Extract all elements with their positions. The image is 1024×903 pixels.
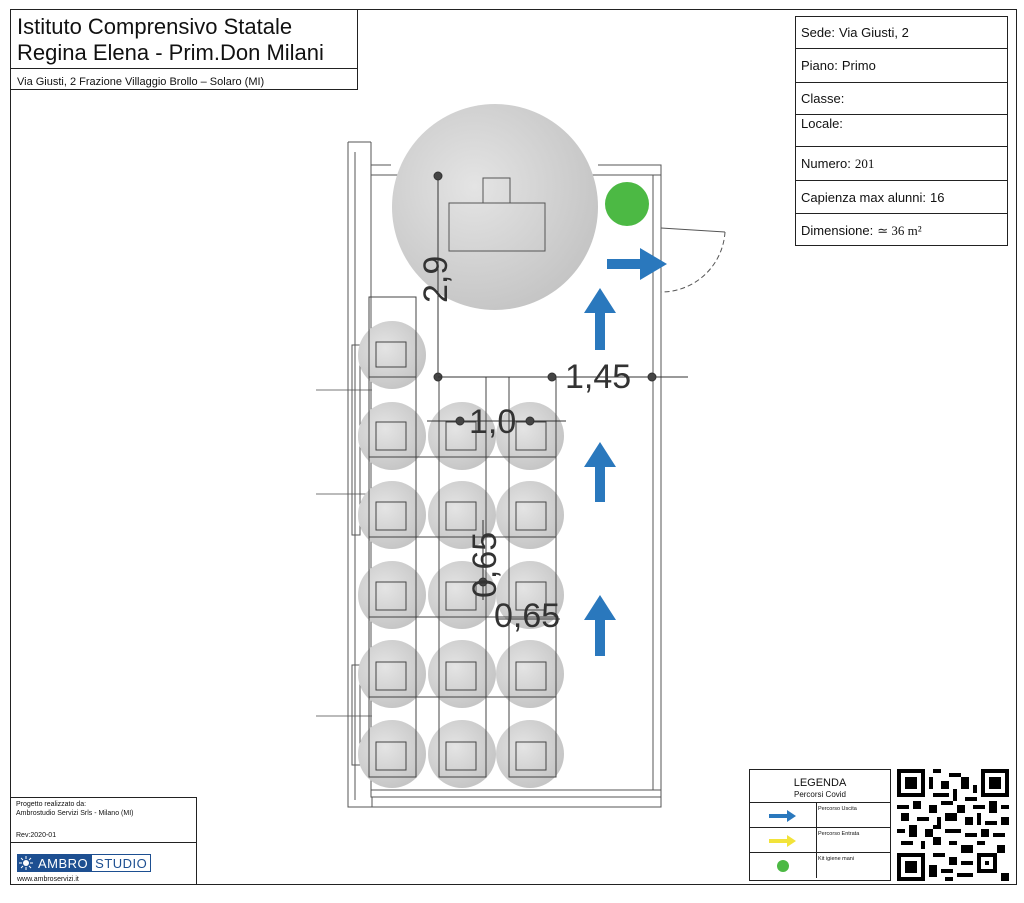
credits-block: Progetto realizzato da: Ambrostudio Serv… — [10, 797, 197, 885]
school-branch: Regina Elena - Prim.Don Milani — [17, 40, 324, 65]
room-info-table: Sede: Via Giusti, 2 Piano: Primo Classe:… — [795, 16, 1008, 246]
info-value: Primo — [841, 58, 876, 73]
door — [660, 227, 726, 293]
yellow-arrow-icon — [750, 828, 817, 853]
legend-row-exit: Percorso Uscita — [750, 802, 890, 828]
school-address: Via Giusti, 2 Frazione Villaggio Brollo … — [17, 76, 265, 88]
info-value: 16 — [930, 189, 945, 205]
logo-text-b: STUDIO — [91, 854, 152, 872]
info-label: Capienza max alunni: — [801, 189, 927, 205]
divider — [11, 842, 196, 843]
title-block: Istituto Comprensivo Statale Regina Elen… — [10, 9, 358, 90]
info-label: Sede: — [801, 25, 835, 40]
hygiene-kit-marker — [605, 182, 649, 226]
legend-label: Kit igiene mani — [818, 856, 855, 862]
divider — [11, 68, 357, 69]
revision: Rev:2020-01 — [16, 832, 57, 839]
website-link[interactable]: www.ambroservizi.it — [17, 876, 79, 883]
info-row-dimensione: Dimensione: ≃ 36 m² — [796, 214, 1007, 247]
dim-label-teacher: 2,9 — [417, 256, 455, 303]
info-label: Locale: — [801, 116, 843, 131]
info-row-piano: Piano: Primo — [796, 49, 1007, 83]
green-dot-icon — [750, 853, 817, 878]
student-distance-circles — [358, 321, 564, 788]
legend-title: LEGENDA — [793, 777, 847, 789]
company-logo: AMBRO STUDIO — [17, 854, 152, 872]
blue-arrow-icon — [750, 803, 817, 828]
dim-label-depth: 0,65 — [466, 532, 504, 598]
legend: LEGENDA Percorsi Covid Percorso Uscita P… — [749, 769, 891, 881]
info-label: Classe: — [801, 91, 845, 106]
logo-text-a: AMBRO — [35, 854, 92, 872]
exit-arrow-up-3 — [584, 595, 616, 656]
legend-row-entry: Percorso Entrata — [750, 827, 890, 853]
dim-label-aisle: 1,45 — [565, 358, 631, 396]
dim-label-gap: 1,0 — [469, 403, 516, 441]
info-row-sede: Sede: Via Giusti, 2 — [796, 17, 1007, 49]
credits-company: Ambrostudio Servizi Srls - Milano (MI) — [16, 810, 134, 817]
info-value: ≃ 36 m² — [877, 222, 922, 238]
dimension-labels: 2,9 1,45 1,0 0,65 0,65 — [417, 256, 631, 635]
room-walls — [347, 141, 662, 808]
sun-icon — [17, 854, 35, 872]
exit-arrow-right — [607, 248, 667, 280]
info-label: Dimensione: — [801, 223, 874, 238]
teacher-chair — [482, 177, 511, 204]
legend-subtitle: Percorsi Covid — [793, 790, 846, 799]
info-label: Piano: — [801, 58, 838, 73]
info-row-numero: Numero: 201 — [796, 147, 1007, 181]
exit-arrow-up-1 — [584, 288, 616, 350]
info-label: Numero: — [801, 156, 851, 171]
legend-label: Percorso Entrata — [818, 831, 860, 837]
info-value: Via Giusti, 2 — [838, 25, 909, 40]
exit-arrow-up-2 — [584, 442, 616, 502]
qr-code-icon[interactable] — [897, 769, 1009, 881]
exit-route-arrows — [584, 248, 667, 656]
info-row-locale: Locale: — [796, 115, 1007, 147]
info-value: 201 — [854, 155, 875, 171]
legend-row-hygiene: Kit igiene mani — [750, 852, 890, 878]
credits-heading: Progetto realizzato da: — [16, 801, 87, 808]
info-row-capienza: Capienza max alunni: 16 — [796, 181, 1007, 214]
dimension-lines — [427, 171, 688, 620]
info-row-classe: Classe: — [796, 83, 1007, 115]
legend-label: Percorso Uscita — [818, 806, 857, 812]
school-name: Istituto Comprensivo Statale — [17, 14, 293, 39]
drawing-frame — [10, 9, 1017, 885]
dim-label-width: 0,65 — [494, 597, 560, 635]
teacher-distance-circle — [392, 104, 598, 310]
